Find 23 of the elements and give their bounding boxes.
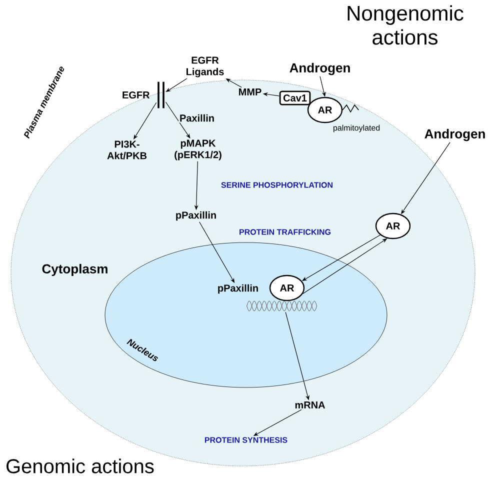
heading: Genomic actions <box>6 458 154 474</box>
protein-label: mRNA <box>295 402 326 408</box>
receptor-oval: AR <box>269 274 305 302</box>
ligand-label: EGFR Ligands <box>186 56 224 78</box>
process-label: PROTEIN TRAFFICKING <box>240 229 330 235</box>
heading: Nongenomic actions <box>348 5 464 45</box>
process-label: SERINE PHOSPHORYLATION <box>221 182 332 188</box>
protein-label: MMP <box>239 88 262 96</box>
hormone-label: Androgen <box>290 62 350 76</box>
hormone-label: Androgen <box>424 128 485 142</box>
protein-label: pMAPK (pERK1/2) <box>174 140 222 160</box>
protein-label: EGFR <box>122 91 150 99</box>
dna-drawing <box>246 300 318 312</box>
receptor-oval: AR <box>307 96 359 124</box>
process-label: PROTEIN SYNTHESIS <box>204 437 288 443</box>
protein-label: PI3K- Akt/PKB <box>107 140 147 160</box>
receptor-bars <box>158 82 164 108</box>
protein-label: pPaxillin <box>176 211 216 221</box>
protein-label: pPaxillin <box>218 284 258 294</box>
modification-label: palmitoylated <box>334 124 380 132</box>
cav1-box: Cav1 <box>279 90 311 106</box>
arrow <box>134 102 157 140</box>
receptor-oval: AR <box>375 212 411 240</box>
